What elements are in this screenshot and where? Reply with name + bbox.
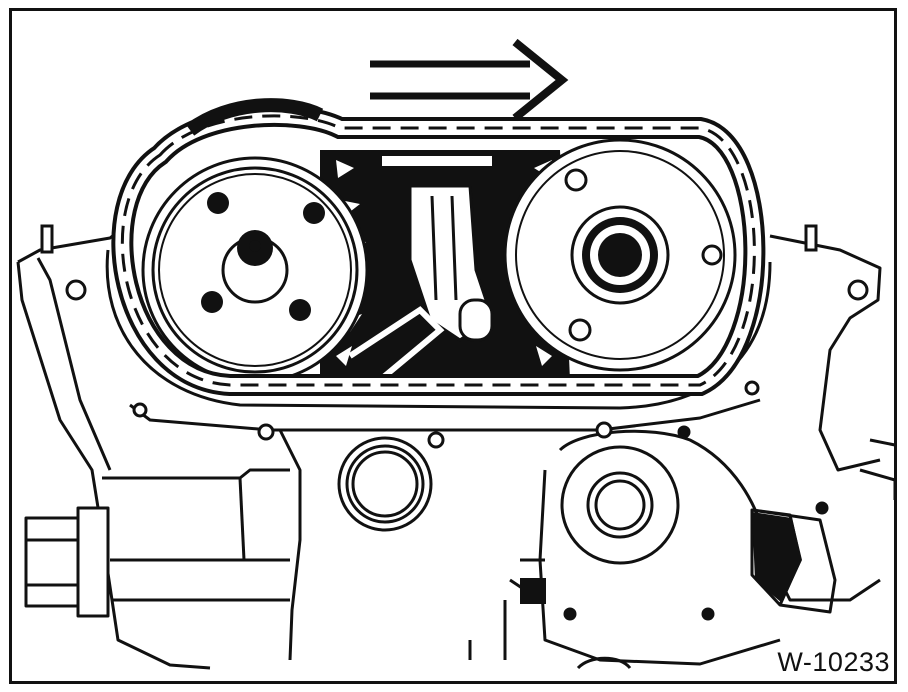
timing-chain <box>111 98 766 396</box>
oil-port <box>520 578 546 604</box>
figure-label: W-10233 <box>777 647 890 677</box>
housing-shadow <box>752 512 802 603</box>
chain-tensioner <box>348 156 494 383</box>
center-plug <box>337 436 433 532</box>
intermediate-shaft-sprocket <box>503 138 737 372</box>
rotation-arrow-icon <box>370 38 569 122</box>
crankshaft-sprocket <box>141 156 369 384</box>
cover-studs <box>40 224 869 621</box>
